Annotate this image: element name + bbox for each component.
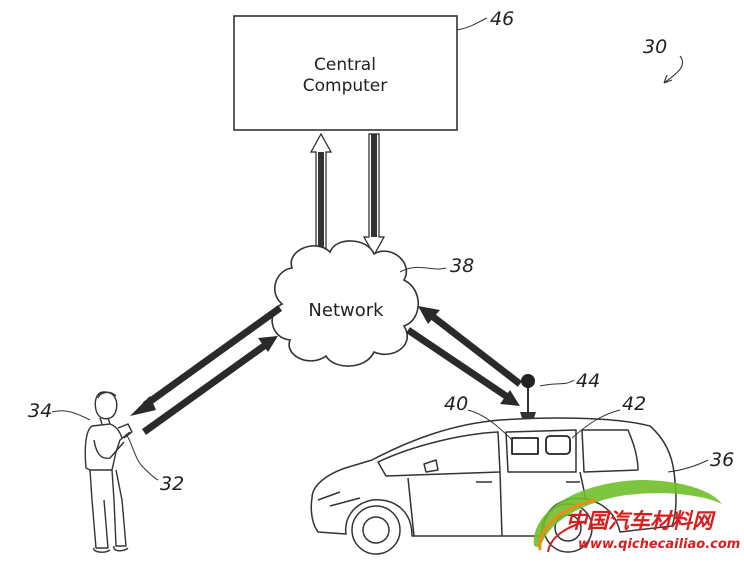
network-person-link [130,305,283,435]
central-computer-label-line1: Central [314,55,376,75]
watermark: 中国汽车材料网 www.qichecailiao.com [533,480,740,553]
watermark-url: www.qichecailiao.com [578,537,740,552]
ref-32-label: 32 [160,473,184,495]
central-computer-label-line2: Computer [303,76,388,96]
vehicle [310,417,677,555]
watermark-brand: 中国汽车材料网 [566,509,716,533]
ref-38-label: 38 [450,255,474,277]
ref-34-label: 34 [28,400,52,422]
ref-30-label: 30 [643,36,667,58]
computer-network-link [309,132,386,257]
ref-38-callout: 38 [399,255,474,277]
central-computer-box: Central Computer [233,15,458,131]
person-figure [84,391,133,553]
ref-44-callout: 44 [539,370,600,392]
ref-36-callout: 36 [667,449,734,473]
ref-44-label: 44 [576,370,600,392]
antenna [520,374,536,418]
ref-40-label: 40 [444,393,468,415]
ref-42-callout: 42 [571,393,646,439]
ref-46-callout: 46 [456,8,514,31]
ref-40-callout: 40 [444,393,513,441]
ref-34-callout: 34 [28,400,91,422]
ref-42-label: 42 [622,393,646,415]
ref-32-callout: 32 [125,433,184,495]
ref-46-label: 46 [490,8,514,30]
ref-36-label: 36 [710,449,734,471]
network-label: Network [308,300,384,321]
network-vehicle-link [406,306,523,406]
ref-30-callout: 30 [643,36,684,84]
network-cloud: Network [271,240,419,367]
